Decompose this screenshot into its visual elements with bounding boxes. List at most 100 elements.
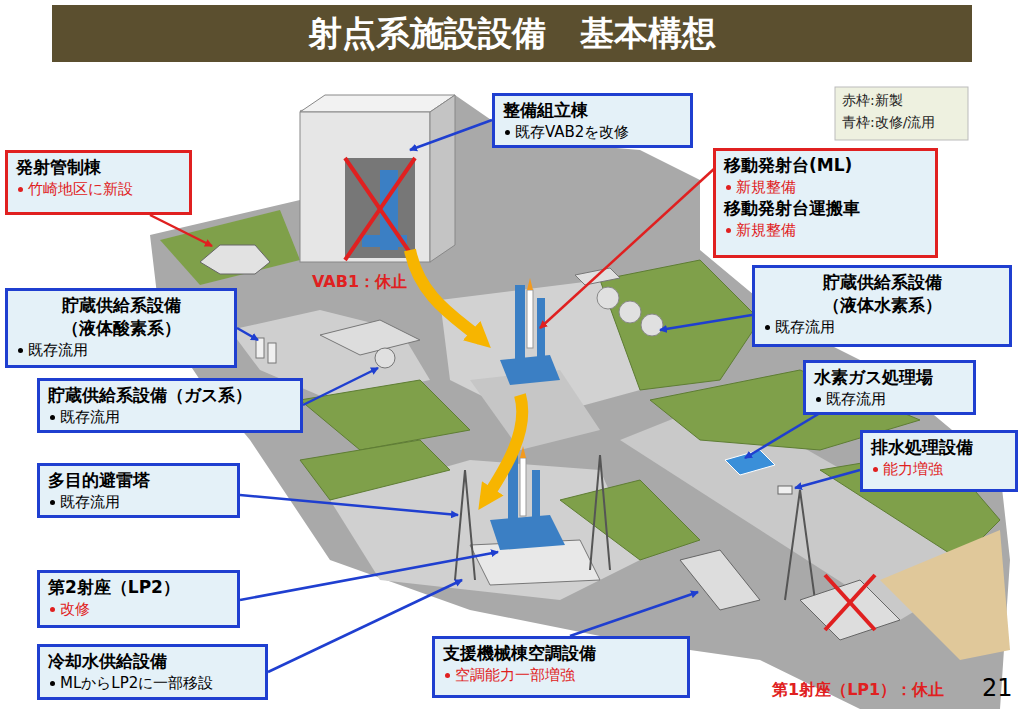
bullet-item: 既存流用 [16, 340, 226, 360]
bullet-text: 既存流用 [775, 318, 835, 336]
box-heading: 支援機械棟空調設備 [443, 642, 679, 665]
bullet-dot [445, 673, 450, 678]
illustration-polygon [800, 580, 900, 640]
illustration-circle [375, 348, 395, 368]
lp2-pad [455, 446, 610, 585]
bullet-text: 既存流用 [60, 408, 120, 426]
legend-box [835, 87, 968, 140]
illustration-rect [527, 290, 533, 348]
bullet-dot [726, 228, 731, 233]
callout-box: 排水処理設備能力増強 [860, 430, 1018, 492]
bullet-text: MLからLP2に一部移設 [60, 674, 213, 692]
heading-text: 第2射座（LP2） [48, 577, 180, 597]
box-heading: 移動発射台(ML) [724, 154, 927, 177]
illustration-line [825, 575, 875, 630]
status-label: 第1射座（LP1）：休止 [772, 680, 944, 701]
callout-box: 水素ガス処理場既存流用 [803, 360, 976, 415]
illustration-line [825, 575, 875, 630]
bullet-text: 竹崎地区に新設 [28, 180, 133, 198]
bullet-dot [726, 185, 731, 190]
bullet-dot [816, 397, 821, 402]
heading-text: 貯蔵供給系設備 （液体水素系） [823, 272, 942, 315]
illustration-polygon [490, 515, 565, 550]
title-band [52, 5, 972, 62]
bullet-text: 新規整備 [736, 221, 796, 239]
bullet-item: 改修 [48, 599, 229, 619]
control-dome [200, 245, 270, 274]
callout-box: 発射管制棟竹崎地区に新設 [5, 150, 192, 215]
callout-box: 移動発射台(ML) 新規整備移動発射台運搬車新規整備 [713, 148, 938, 258]
heading-text: 整備組立棟 [503, 100, 588, 120]
illustration-polygon [430, 95, 455, 262]
bullet-dot [50, 607, 55, 612]
illustration-line [540, 168, 715, 328]
box-heading: 整備組立棟 [503, 99, 682, 122]
bullet-dot [50, 681, 55, 686]
bullet-text: 能力増強 [883, 460, 943, 478]
callout-box: 支援機械棟空調設備空調能力一部増強 [432, 636, 690, 698]
illustration-line [410, 120, 492, 150]
bullet-dot [50, 500, 55, 505]
box-heading: 発射管制棟 [16, 156, 181, 179]
heading-text: 移動発射台(ML) [724, 155, 852, 175]
callout-box: 貯蔵供給系設備 （液体酸素系）既存流用 [5, 288, 237, 368]
bullet-item: 既存流用 [48, 492, 229, 512]
callout-box: 第2射座（LP2） 改修 [37, 570, 240, 628]
callout-box: 多目的避雷塔既存流用 [37, 463, 240, 518]
illustration-line [150, 215, 212, 246]
box-heading: 移動発射台運搬車 [724, 197, 927, 220]
legend-text: 赤枠:新製 [842, 92, 903, 110]
legend-entry: 赤枠:新製 [842, 92, 903, 110]
illustration-line [660, 315, 752, 330]
box-heading: 排水処理設備 [871, 436, 1007, 459]
status-label: VAB1：休止 [312, 272, 407, 293]
illustration-polygon [300, 440, 450, 500]
mobile-launcher [500, 278, 560, 385]
illustration-polygon [520, 446, 526, 458]
box-heading: 冷却水供給設備 [48, 650, 257, 673]
bullet-dot [505, 130, 510, 135]
illustration-path [485, 395, 522, 500]
bullet-item: 空調能力一部増強 [443, 665, 679, 685]
bullet-text: 既存流用 [826, 390, 886, 408]
page-number: 21 [982, 674, 1013, 702]
heading-text: 発射管制棟 [16, 157, 101, 177]
heading-text: 水素ガス処理場 [814, 367, 933, 387]
illustration-line [345, 158, 415, 260]
bullet-item: 能力増強 [871, 459, 1007, 479]
vab-building [300, 95, 455, 262]
bullet-dot [18, 187, 23, 192]
illustration-rect [778, 486, 792, 494]
illustration-polygon [880, 530, 1010, 660]
illustration-rect [268, 343, 276, 363]
illustration-polygon [160, 210, 300, 285]
bullet-item: MLからLP2に一部移設 [48, 673, 257, 693]
illustration-line [795, 470, 860, 488]
illustration-circle [597, 287, 619, 309]
bullet-item: 新規整備 [724, 220, 927, 240]
box-heading: 貯蔵供給系設備（ガス系） [48, 384, 292, 407]
heading-text: 貯蔵供給系設備 （液体酸素系） [62, 295, 181, 338]
legend-text: 青枠:改修/流用 [842, 114, 935, 132]
box-heading: 水素ガス処理場 [814, 366, 965, 389]
bullet-text: 新規整備 [736, 178, 796, 196]
illustration-polyline [455, 470, 475, 580]
illustration-polygon [500, 355, 560, 385]
illustration-polygon [320, 320, 420, 355]
illustration-rect [520, 458, 526, 516]
heading-text: 冷却水供給設備 [48, 651, 167, 671]
illustration-rect [515, 285, 525, 360]
bullet-item: 新規整備 [724, 177, 927, 197]
callout-box: 冷却水供給設備 MLからLP2に一部移設 [37, 644, 268, 700]
bullet-text: 既存流用 [60, 493, 120, 511]
callout-box: 貯蔵供給系設備 （液体水素系） 既存流用 [752, 265, 1012, 347]
bullet-text: 改修 [60, 600, 90, 618]
bullet-item: 既存VAB2を改修 [503, 122, 682, 142]
bullet-text: 空調能力一部増強 [455, 666, 575, 684]
illustration-line [237, 328, 258, 340]
bullet-item: 竹崎地区に新設 [16, 179, 181, 199]
box-heading: 多目的避雷塔 [48, 469, 229, 492]
lh2-facility [575, 268, 663, 336]
legend-entry: 青枠:改修/流用 [842, 114, 935, 132]
